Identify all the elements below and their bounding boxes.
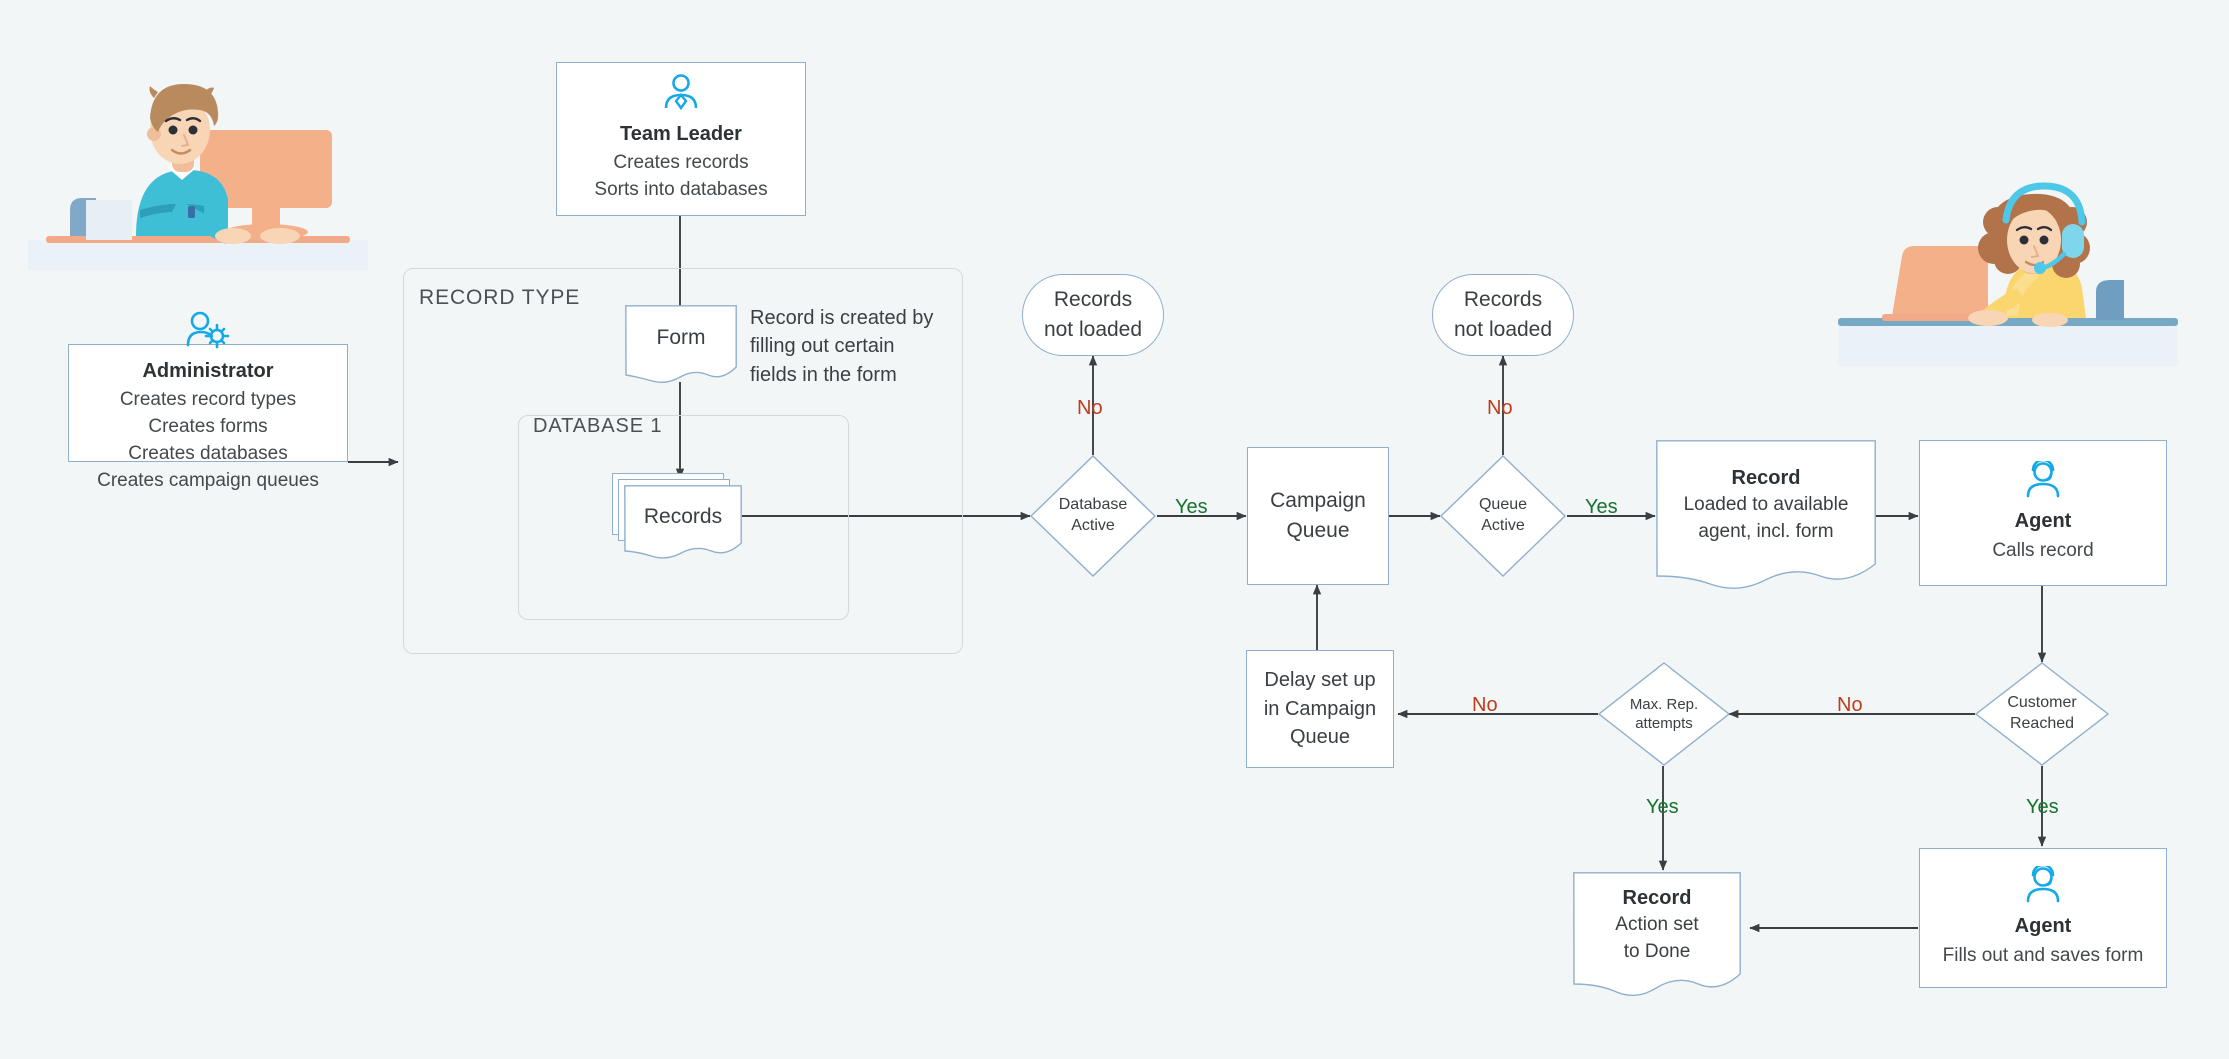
node-agent-fills[interactable]: Agent Fills out and saves form [1919, 848, 2167, 988]
database-active-line-1: Database [1058, 496, 1128, 514]
edge-label-queue-yes: Yes [1585, 496, 1618, 518]
database-active-line-2: Active [1071, 517, 1115, 534]
edge-label-customer-no: No [1837, 694, 1863, 716]
diamond-shape [1598, 662, 1730, 766]
queue-active-line-1: Queue [1478, 496, 1528, 514]
record-loaded-label: Record Loaded to available agent, incl. … [1684, 464, 1849, 546]
records-sheet-front: Records [624, 485, 742, 559]
edge-label-customer-yes: Yes [2026, 796, 2059, 818]
record-done-line-1: Action set [1615, 914, 1699, 936]
group-record-type-label: RECORD TYPE [419, 286, 581, 309]
customer-reached-label: Customer Reached [1975, 662, 2109, 766]
records-not-loaded-2-line-1: Records [1463, 288, 1543, 312]
record-done-line-2: to Done [1623, 941, 1691, 963]
record-loaded-line-1: Loaded to available [1683, 494, 1849, 516]
node-administrator[interactable]: Administrator Creates record types Creat… [68, 311, 348, 491]
document-shape [1656, 440, 1876, 589]
agent-calls-line-1: Calls record [1992, 539, 2094, 561]
form-note-line-1: Record is created by [750, 307, 934, 329]
records-label: Records [643, 505, 723, 529]
diamond-shape [1440, 455, 1566, 577]
max-rep-attempts-line-1: Max. Rep. [1629, 695, 1699, 713]
agent-headset-icon [2023, 459, 2063, 499]
diamond-shape [1975, 662, 2109, 766]
max-rep-attempts-label: Max. Rep. attempts [1598, 662, 1730, 766]
agent-headset-icon [2023, 864, 2063, 904]
agent-fills-title: Agent [2014, 915, 2072, 938]
node-records-not-loaded-2[interactable]: Records not loaded [1432, 274, 1574, 356]
campaign-queue-line-1: Campaign [1270, 489, 1366, 513]
document-shape [624, 485, 742, 559]
database-active-label: Database Active [1030, 455, 1156, 577]
campaign-queue-line-2: Queue [1286, 519, 1350, 542]
form-note-line-3: fields in the form [750, 363, 897, 386]
user-tie-icon [661, 74, 701, 112]
diamond-shape [1030, 455, 1156, 577]
form-label: Form [656, 326, 706, 350]
team-leader-line-2: Sorts into databases [594, 179, 768, 201]
user-gear-icon [186, 311, 230, 349]
team-leader-line-1: Creates records [613, 152, 749, 174]
administrator-line-1: Creates record types [119, 389, 297, 411]
edge-label-db-yes: Yes [1175, 496, 1208, 518]
group-database-1-label: DATABASE 1 [533, 415, 663, 437]
group-record-type [403, 268, 963, 654]
illustration-man-at-computer [28, 40, 368, 270]
customer-reached-line-1: Customer [2007, 694, 2077, 712]
record-loaded-title: Record [1731, 466, 1801, 489]
node-records[interactable]: Records [612, 473, 744, 559]
administrator-line-4: Creates campaign queues [97, 470, 319, 492]
agent-calls-title: Agent [2014, 510, 2072, 533]
delay-line-2: in Campaign [1263, 697, 1377, 720]
node-database-active[interactable]: Database Active [1030, 455, 1156, 577]
agent-fills-line-1: Fills out and saves form [1942, 944, 2144, 966]
node-delay-campaign-queue[interactable]: Delay set up in Campaign Queue [1246, 650, 1394, 768]
illustration-woman-with-headset [1838, 148, 2178, 366]
administrator-line-2: Creates forms [148, 416, 268, 438]
form-note-line-2: filling out certain [750, 335, 895, 358]
document-shape [625, 305, 737, 383]
records-not-loaded-1-line-1: Records [1053, 288, 1133, 312]
record-done-label: Record Action set to Done [1615, 884, 1698, 966]
max-rep-attempts-line-2: attempts [1635, 715, 1693, 732]
records-not-loaded-2-line-2: not loaded [1453, 318, 1553, 341]
node-record-done[interactable]: Record Action set to Done [1573, 872, 1741, 1000]
administrator-title: Administrator [142, 359, 274, 382]
node-agent-calls[interactable]: Agent Calls record [1919, 440, 2167, 586]
delay-line-1: Delay set up [1264, 669, 1376, 692]
customer-reached-line-2: Reached [2009, 715, 2075, 732]
edge-label-queue-no: No [1487, 397, 1513, 419]
group-database-1 [518, 415, 849, 620]
edge-label-maxrep-yes: Yes [1646, 796, 1679, 818]
annotation-form-note: Record is created by filling out certain… [750, 304, 960, 389]
node-form[interactable]: Form [625, 305, 737, 383]
administrator-line-3: Creates databases [128, 443, 288, 465]
node-team-leader[interactable]: Team Leader Creates records Sorts into d… [556, 62, 806, 216]
edge-label-maxrep-no: No [1472, 694, 1498, 716]
node-max-rep-attempts[interactable]: Max. Rep. attempts [1598, 662, 1730, 766]
record-loaded-line-2: agent, incl. form [1698, 521, 1834, 543]
queue-active-label: Queue Active [1440, 455, 1566, 577]
node-records-not-loaded-1[interactable]: Records not loaded [1022, 274, 1164, 356]
node-record-loaded[interactable]: Record Loaded to available agent, incl. … [1656, 440, 1876, 592]
edge-label-db-no: No [1077, 397, 1103, 419]
records-not-loaded-1-line-2: not loaded [1043, 318, 1143, 341]
node-campaign-queue[interactable]: Campaign Queue [1247, 447, 1389, 585]
record-done-title: Record [1622, 886, 1692, 909]
queue-active-line-2: Active [1481, 517, 1525, 534]
node-queue-active[interactable]: Queue Active [1440, 455, 1566, 577]
node-customer-reached[interactable]: Customer Reached [1975, 662, 2109, 766]
document-shape [1573, 872, 1741, 996]
delay-line-3: Queue [1289, 726, 1351, 749]
team-leader-title: Team Leader [620, 122, 742, 145]
